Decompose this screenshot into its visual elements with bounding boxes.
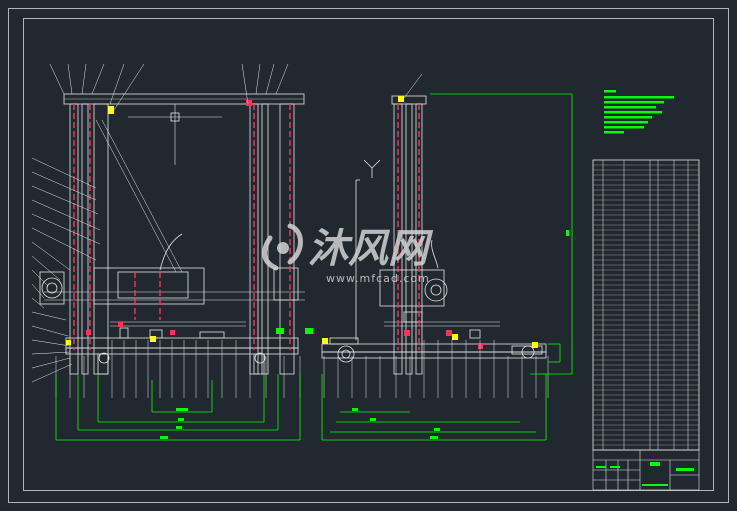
side-view-leaders (323, 73, 549, 398)
side-view-dimensions (321, 93, 573, 441)
technical-notes (604, 90, 674, 134)
front-view-dimension-labels (160, 408, 188, 439)
watermark-url: www.mfcad.com (326, 272, 430, 285)
front-view-leaders (31, 63, 289, 383)
front-view-bottom-leaders (55, 340, 301, 398)
side-view-dimension-labels (352, 230, 569, 439)
front-view-dimensions (55, 374, 301, 441)
sheet-border (8, 8, 729, 503)
side-view-centerlines (397, 104, 420, 350)
watermark: 沐风网 www.mfcad.com (262, 223, 434, 285)
side-view (321, 95, 547, 375)
parts-list-table (592, 159, 700, 451)
watermark-logo-icon (262, 223, 303, 271)
front-view-part-markers (66, 100, 313, 345)
front-view (39, 93, 305, 375)
side-view-part-markers (322, 96, 538, 349)
watermark-brand: 沐风网 (308, 226, 434, 272)
title-block (592, 449, 700, 491)
title-block-fills (596, 462, 694, 486)
